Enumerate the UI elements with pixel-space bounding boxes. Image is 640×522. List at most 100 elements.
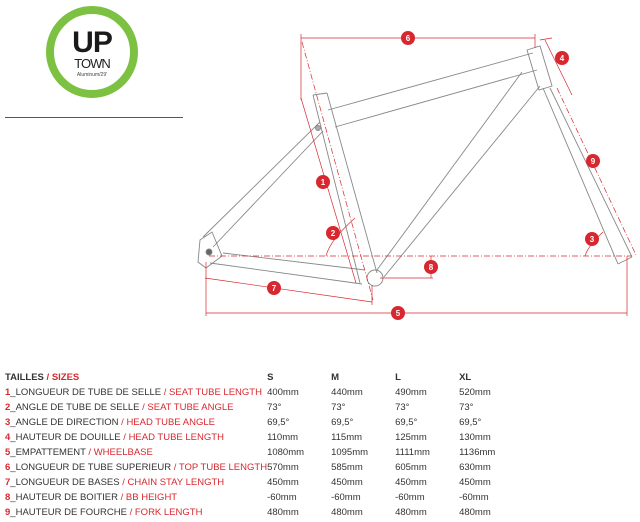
- seat-tube: [326, 92, 378, 274]
- row-value: 69,5°: [267, 417, 290, 428]
- row-value: 1080mm: [267, 447, 305, 458]
- row-label-en: BB HEIGHT: [125, 492, 178, 503]
- size-l: L: [395, 372, 401, 383]
- row-value: 440mm: [331, 387, 363, 398]
- row-value: 570mm: [267, 462, 299, 473]
- size-xl: XL: [459, 372, 472, 383]
- row-separator: /: [85, 447, 94, 458]
- table-row: 1_LONGUEUR DE TUBE DE SELLE / SEAT TUBE …: [5, 385, 523, 400]
- row-label-fr: _LONGUEUR DE TUBE DE SELLE: [10, 387, 162, 398]
- row-number: 3: [5, 417, 11, 428]
- row-number: 2: [5, 402, 11, 413]
- row-value: 450mm: [331, 477, 363, 488]
- table-row: 4_HAUTEUR DE DOUILLE / HEAD TUBE LENGTH 1…: [5, 430, 523, 445]
- logo-subtitle: Aluminum/29': [76, 72, 108, 78]
- table-row: 8_HAUTEUR DE BOITIER / BB HEIGHT -60mm -60…: [5, 490, 523, 505]
- row-value: 69,5°: [395, 417, 418, 428]
- row-label-en: HEAD TUBE LENGTH: [128, 432, 224, 443]
- table-row: 6_LONGUEUR DE TUBE SUPERIEUR / TOP TUBE …: [5, 460, 523, 475]
- row-value: 115mm: [331, 432, 363, 443]
- marker-3: 3: [585, 232, 599, 246]
- svg-text:9: 9: [591, 157, 596, 166]
- rear-dropout: [197, 231, 223, 269]
- dimension-markers: 1 2 3 4 5 6 7 8 9: [267, 31, 600, 320]
- row-value: 130mm: [459, 432, 491, 443]
- row-label-en: WHEELBASE: [93, 447, 153, 458]
- row-value: 73°: [395, 402, 410, 413]
- row-separator: /: [161, 387, 170, 398]
- seat-stay: [212, 130, 324, 248]
- row-value: 630mm: [459, 462, 491, 473]
- row-separator: /: [120, 432, 129, 443]
- row-value: 125mm: [395, 432, 427, 443]
- bike-frame: [197, 45, 633, 287]
- row-value: 1136mm: [459, 447, 496, 458]
- row-label-fr: _ANGLE DE DIRECTION: [10, 417, 119, 428]
- size-s: S: [267, 372, 274, 383]
- marker-9: 9: [586, 154, 600, 168]
- row-value: 605mm: [395, 462, 427, 473]
- geometry-table: TAILLES / SIZES S M L XL 1_LONGUEUR DE T…: [5, 370, 523, 520]
- row-label-en: TOP TUBE LENGTH: [178, 462, 268, 473]
- row-value: 73°: [459, 402, 474, 413]
- marker-7: 7: [267, 281, 281, 295]
- header-sep: /: [43, 372, 52, 383]
- row-number: 9: [5, 507, 11, 518]
- row-label-fr: _HAUTEUR DE BOITIER: [10, 492, 118, 503]
- row-value: 450mm: [395, 477, 427, 488]
- svg-text:3: 3: [590, 235, 595, 244]
- row-value: 585mm: [331, 462, 363, 473]
- fork: [542, 87, 619, 265]
- table-row: 3_ANGLE DE DIRECTION / HEAD TUBE ANGLE 69…: [5, 415, 523, 430]
- row-value: 450mm: [267, 477, 299, 488]
- marker-1: 1: [316, 175, 330, 189]
- svg-text:5: 5: [396, 309, 401, 318]
- row-value: 400mm: [267, 387, 299, 398]
- row-number: 5: [5, 447, 11, 458]
- row-separator: /: [118, 417, 127, 428]
- row-value: 73°: [331, 402, 346, 413]
- row-value: 520mm: [459, 387, 491, 398]
- header-fr: TAILLES: [5, 372, 44, 383]
- uptown-logo: UP TOWN Aluminum/29': [46, 6, 138, 98]
- row-label-en: CHAIN STAY LENGTH: [127, 477, 225, 488]
- row-value: -60mm: [459, 492, 489, 503]
- row-label-en: FORK LENGTH: [134, 507, 203, 518]
- row-number: 4: [5, 432, 11, 443]
- row-label-fr: _HAUTEUR DE DOUILLE: [10, 432, 121, 443]
- row-value: 480mm: [267, 507, 299, 518]
- row-number: 6: [5, 462, 11, 473]
- marker-4: 4: [555, 51, 569, 65]
- row-label-fr: _LONGUEUR DE TUBE SUPERIEUR: [10, 462, 172, 473]
- divider: [5, 117, 183, 118]
- seat-tube: [312, 94, 361, 284]
- row-label-en: SEAT TUBE LENGTH: [169, 387, 262, 398]
- table-row: 2_ANGLE DE TUBE DE SELLE / SEAT TUBE ANG…: [5, 400, 523, 415]
- row-value: 73°: [267, 402, 282, 413]
- row-value: -60mm: [267, 492, 297, 503]
- frame-geometry-diagram: 1 2 3 4 5 6 7 8 9: [197, 31, 637, 320]
- marker-6: 6: [401, 31, 415, 45]
- row-number: 7: [5, 477, 11, 488]
- logo-town: TOWN: [74, 56, 110, 71]
- row-value: 480mm: [331, 507, 363, 518]
- row-separator: /: [126, 507, 135, 518]
- top-tube: [327, 52, 534, 111]
- logo-up: UP: [72, 26, 113, 59]
- row-label-en: HEAD TUBE ANGLE: [126, 417, 215, 428]
- down-tube: [383, 85, 541, 278]
- seat-stay: [202, 121, 321, 238]
- row-value: 490mm: [395, 387, 427, 398]
- svg-text:2: 2: [331, 229, 336, 238]
- row-separator: /: [117, 492, 126, 503]
- row-value: 69,5°: [331, 417, 354, 428]
- row-value: -60mm: [331, 492, 361, 503]
- fork: [549, 87, 633, 258]
- size-m: M: [331, 372, 339, 383]
- svg-text:7: 7: [272, 284, 277, 293]
- row-number: 8: [5, 492, 11, 503]
- row-value: 110mm: [267, 432, 299, 443]
